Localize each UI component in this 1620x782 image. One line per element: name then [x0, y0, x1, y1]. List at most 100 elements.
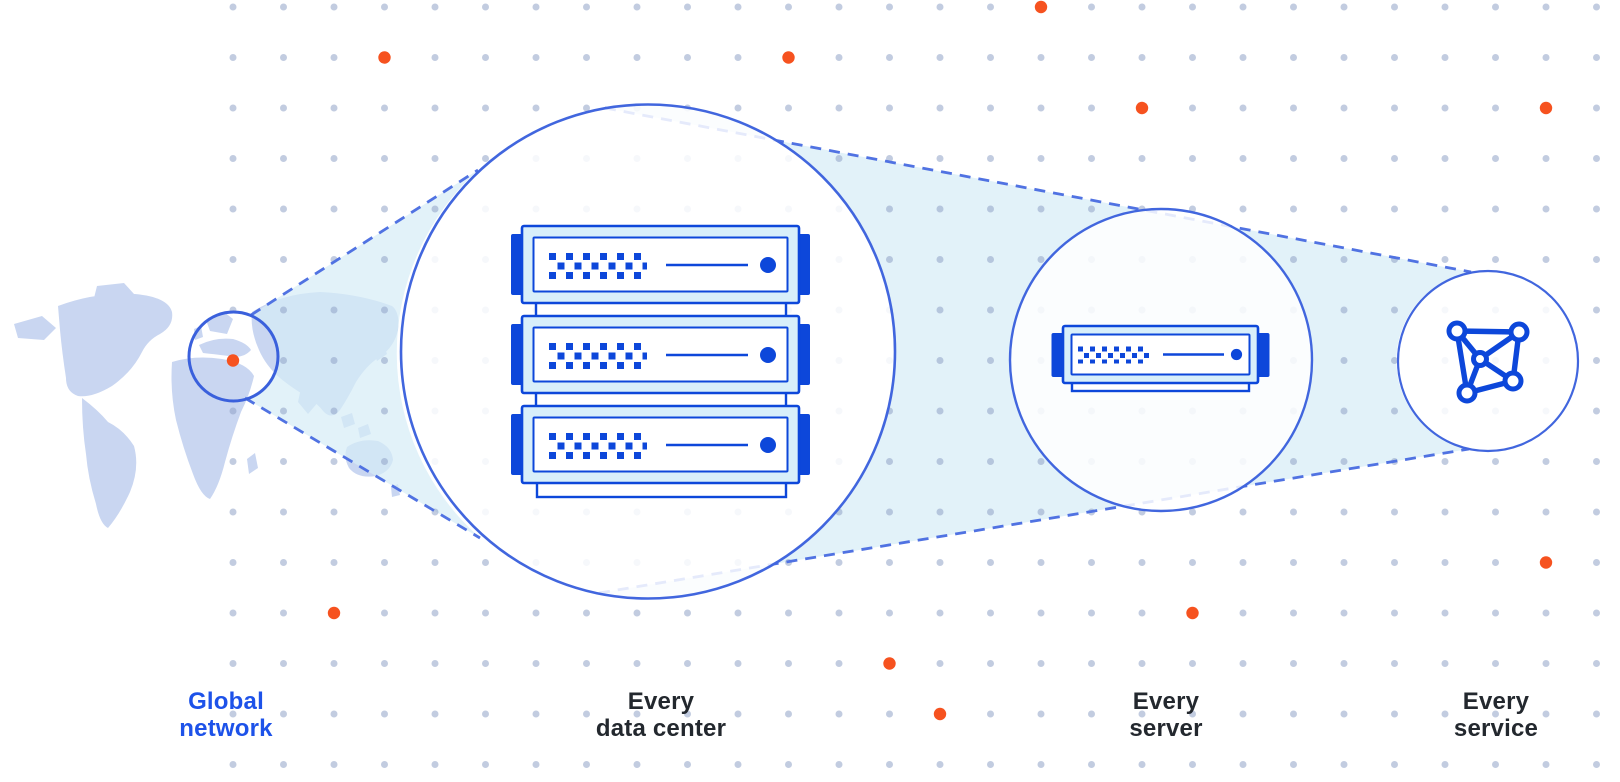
accent-orange-dot [1539, 101, 1553, 115]
grid-dot [482, 155, 489, 162]
grid-dot [1340, 508, 1348, 516]
grid-dot [1037, 104, 1045, 112]
grid-dot [1542, 256, 1550, 263]
grid-dot [280, 559, 287, 566]
grid-dot [785, 660, 792, 667]
grid-dot [1138, 54, 1146, 61]
accent-orange-dot [1539, 556, 1553, 569]
grid-dot [1441, 104, 1449, 112]
grid-dot [482, 660, 489, 667]
grid-dot [987, 559, 994, 566]
grid-dot [1290, 710, 1297, 718]
grid-dot [1492, 155, 1499, 162]
label-line: data center [595, 715, 727, 742]
grid-dot [1593, 155, 1600, 162]
grid-dot [1189, 660, 1196, 667]
grid-dot [229, 407, 237, 415]
grid-dot [1593, 761, 1600, 768]
grid-dot [886, 205, 893, 213]
grid-dot [734, 104, 742, 112]
accent-orange-dot [327, 606, 341, 620]
grid-dot [1593, 357, 1600, 364]
grid-dot [936, 660, 944, 667]
grid-dot [1340, 761, 1348, 768]
grid-dot [431, 710, 439, 718]
grid-dot [785, 104, 792, 112]
grid-dot [1037, 761, 1045, 768]
grid-dot [684, 710, 691, 718]
grid-dot [835, 155, 843, 162]
grid-dot [1492, 761, 1499, 768]
grid-dot [1542, 458, 1550, 465]
grid-dot [1290, 54, 1297, 61]
grid-dot [1037, 205, 1045, 213]
grid-dot [936, 256, 944, 263]
grid-dot [886, 710, 893, 718]
grid-dot [734, 3, 742, 11]
grid-dot [1492, 559, 1499, 566]
grid-dot [1340, 256, 1348, 263]
grid-dot [1088, 660, 1095, 667]
grid-dot [330, 407, 338, 415]
grid-dot [330, 660, 338, 667]
grid-dot [785, 710, 792, 718]
grid-dot [633, 54, 641, 61]
grid-dot [280, 761, 287, 768]
grid-dot [936, 559, 944, 566]
grid-dot [886, 559, 893, 566]
grid-dot [1542, 3, 1550, 11]
grid-dot [1088, 559, 1095, 566]
grid-dot [1542, 710, 1550, 718]
grid-dot [1492, 256, 1499, 263]
grid-dot [1492, 104, 1499, 112]
grid-dot [1088, 710, 1095, 718]
grid-dot [482, 54, 489, 61]
grid-dot [1441, 660, 1449, 667]
grid-dot [1340, 104, 1348, 112]
grid-dot [381, 306, 388, 314]
grid-dot [886, 609, 893, 617]
grid-dot [1593, 609, 1600, 617]
grid-dot [835, 559, 843, 566]
grid-dot [1340, 609, 1348, 617]
grid-dot [1088, 155, 1095, 162]
grid-dot [835, 104, 843, 112]
grid-dot [1037, 559, 1045, 566]
grid-dot [987, 508, 994, 516]
stage-label-every-service: Every service [1346, 688, 1620, 742]
grid-dot [229, 104, 237, 112]
grid-dot [1239, 660, 1247, 667]
grid-dot [1290, 256, 1297, 263]
grid-dot [987, 3, 994, 11]
grid-dot [583, 609, 590, 617]
globe-highlight-circle [187, 310, 280, 403]
zoom-dashed-lines [244, 106, 1472, 595]
grid-dot [1492, 3, 1499, 11]
grid-dot [431, 155, 439, 162]
grid-dot [1391, 205, 1398, 213]
grid-dot [381, 660, 388, 667]
grid-dot [532, 710, 540, 718]
grid-dot [1391, 761, 1398, 768]
grid-dot [1542, 761, 1550, 768]
grid-dot [431, 205, 439, 213]
grid-dot [785, 609, 792, 617]
grid-dot [1391, 306, 1398, 314]
grid-dot [734, 54, 742, 61]
grid-dot [1593, 660, 1600, 667]
label-line: Every [1462, 688, 1530, 715]
grid-dot [1189, 54, 1196, 61]
grid-dot [684, 3, 691, 11]
grid-dot [1037, 458, 1045, 465]
grid-dot [1290, 458, 1297, 465]
grid-dot [431, 104, 439, 112]
grid-dot [936, 407, 944, 415]
grid-dot [381, 761, 388, 768]
grid-dot [1542, 155, 1550, 162]
grid-dot [1138, 155, 1146, 162]
grid-dot [1239, 205, 1247, 213]
grid-dot [229, 155, 237, 162]
grid-dot [330, 710, 338, 718]
grid-dot [1391, 357, 1398, 364]
stage-label-every-server: Every server [1016, 688, 1316, 742]
